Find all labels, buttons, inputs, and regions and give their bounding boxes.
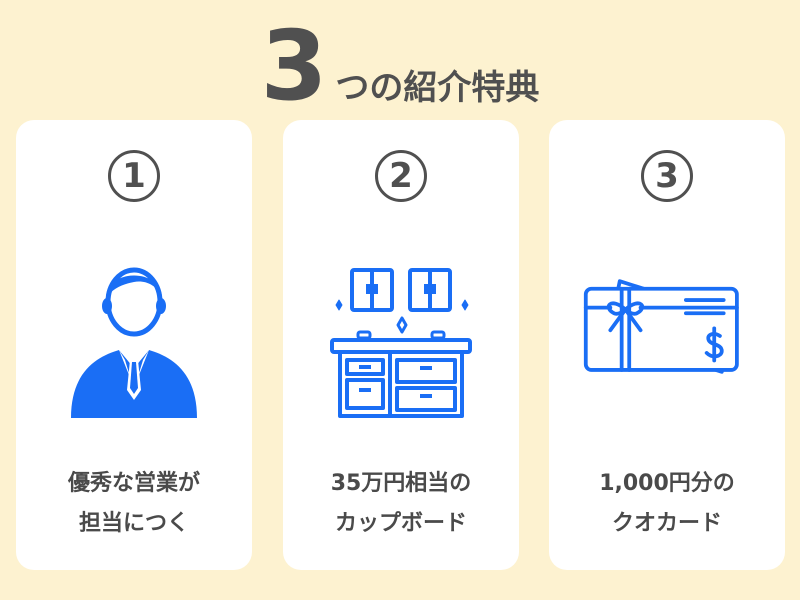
- benefit-card-3: 3 1,000円分の クオカード: [549, 120, 785, 570]
- card-number-badge: 2: [375, 150, 427, 202]
- card-label: 優秀な営業が 担当につく: [16, 464, 252, 544]
- card-label-line1: 1,000円分の: [599, 471, 735, 496]
- title-number: 3: [260, 10, 328, 122]
- page-title: 3 つの紹介特典: [0, 18, 800, 118]
- card-label-line2: クオカード: [611, 511, 722, 536]
- card-label-line1: 優秀な営業が: [67, 471, 200, 496]
- benefit-card-1: 1 優秀な営業が 担当につく: [16, 120, 252, 570]
- businessman-icon: [49, 250, 219, 420]
- card-label-line2: 担当につく: [78, 511, 189, 536]
- card-label: 1,000円分の クオカード: [549, 464, 785, 544]
- gift-card-icon: [582, 250, 752, 420]
- card-number-badge: 1: [108, 150, 160, 202]
- card-label-line2: カップボード: [334, 511, 467, 536]
- card-number-badge: 3: [641, 150, 693, 202]
- card-label-line1: 35万円相当の: [330, 471, 472, 496]
- title-text: つの紹介特典: [335, 68, 540, 108]
- cupboard-icon: [316, 250, 486, 420]
- card-label: 35万円相当の カップボード: [283, 464, 519, 544]
- benefit-card-2: 2: [283, 120, 519, 570]
